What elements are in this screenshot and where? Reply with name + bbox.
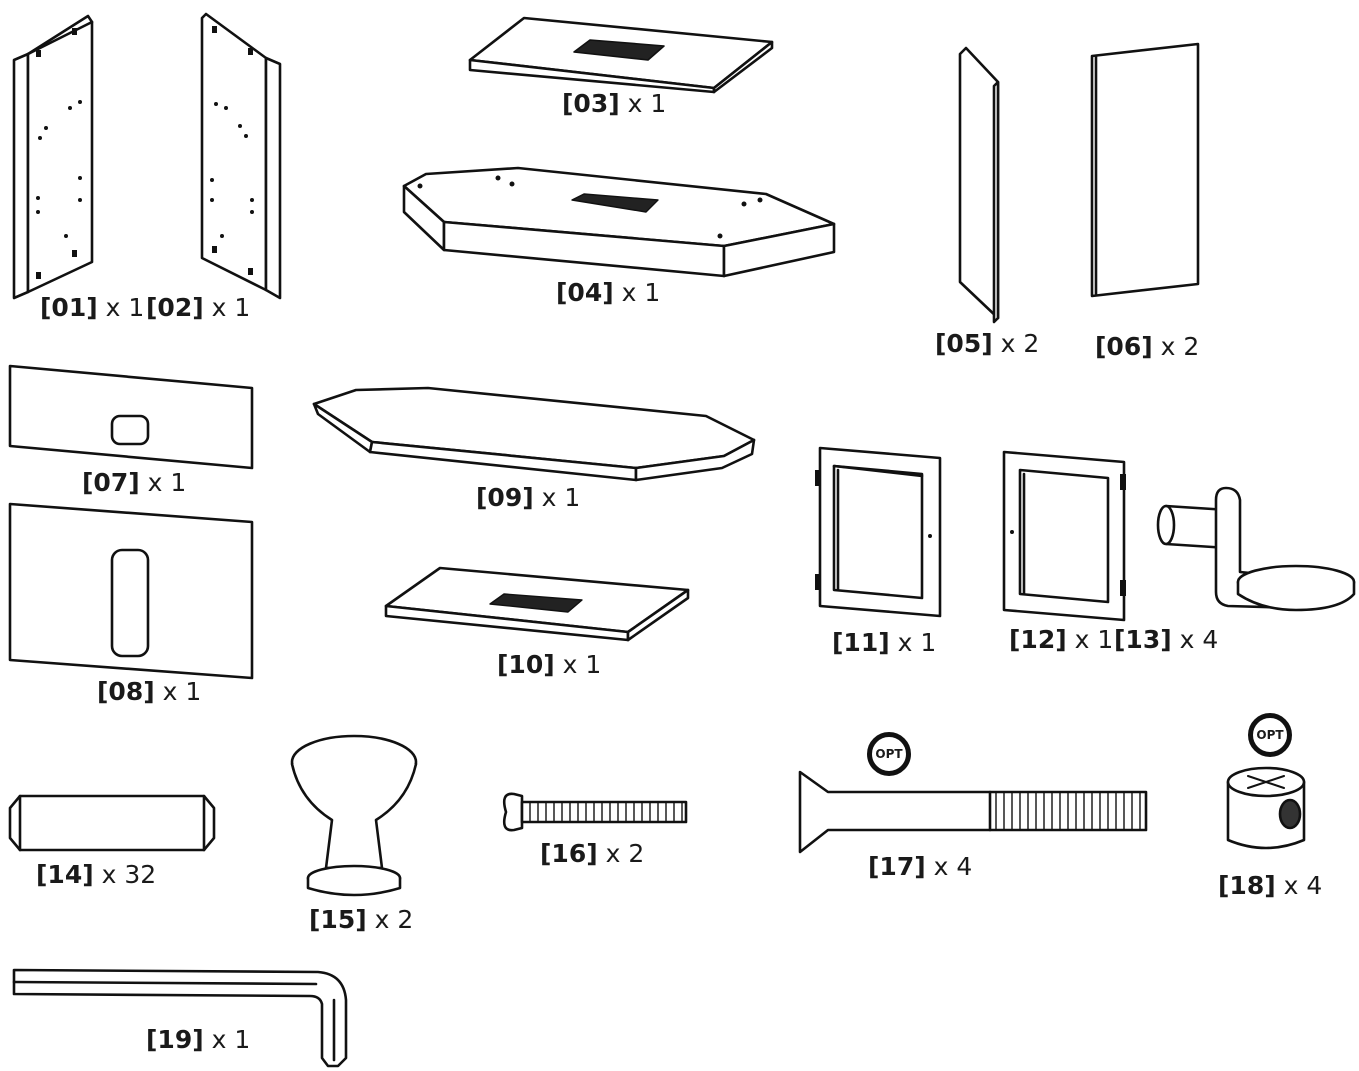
part-11-door-left — [815, 448, 940, 616]
part-18-qty: x 4 — [1283, 871, 1323, 900]
part-09-qty: x 1 — [541, 483, 581, 512]
part-06-back-panel — [1092, 44, 1198, 296]
part-02-code: [02] — [146, 293, 204, 322]
part-16-screw — [504, 794, 686, 830]
label-part-16: [16] x 2 — [540, 840, 644, 868]
part-14-code: [14] — [36, 860, 94, 889]
part-18-barrel-nut — [1228, 768, 1304, 848]
label-part-05: [05] x 2 — [935, 330, 1039, 358]
label-part-18: [18] x 4 — [1218, 872, 1322, 900]
label-part-03: [03] x 1 — [562, 90, 666, 118]
label-part-12: [12] x 1 — [1009, 626, 1113, 654]
part-09-code: [09] — [476, 483, 534, 512]
part-04-qty: x 1 — [621, 278, 661, 307]
label-part-11: [11] x 1 — [832, 629, 936, 657]
part-13-hinge — [1158, 488, 1354, 610]
part-08-code: [08] — [97, 677, 155, 706]
part-17-code: [17] — [868, 852, 926, 881]
part-10-shelf-vented — [386, 568, 688, 640]
part-07-qty: x 1 — [147, 468, 187, 497]
part-06-qty: x 2 — [1160, 332, 1200, 361]
part-15-qty: x 2 — [374, 905, 414, 934]
part-12-door-right — [1004, 452, 1126, 620]
part-16-qty: x 2 — [605, 839, 645, 868]
part-12-qty: x 1 — [1074, 625, 1114, 654]
part-14-qty: x 32 — [101, 860, 157, 889]
part-01-side-panel-left — [14, 16, 92, 298]
part-16-code: [16] — [540, 839, 598, 868]
part-05-narrow-panel — [960, 48, 998, 322]
part-03-qty: x 1 — [627, 89, 667, 118]
part-10-code: [10] — [497, 650, 555, 679]
part-09-top — [314, 388, 754, 480]
label-part-04: [04] x 1 — [556, 279, 660, 307]
label-part-02: [02] x 1 — [146, 294, 250, 322]
part-08-qty: x 1 — [162, 677, 202, 706]
part-17-qty: x 4 — [933, 852, 973, 881]
part-11-qty: x 1 — [897, 628, 937, 657]
part-08-panel-slot — [10, 504, 252, 678]
part-19-code: [19] — [146, 1025, 204, 1054]
part-05-qty: x 2 — [1000, 329, 1040, 358]
part-19-hex-key — [14, 970, 346, 1066]
opt-badge-17: OPT — [867, 732, 911, 776]
part-07-panel-cutout — [10, 366, 252, 468]
part-12-code: [12] — [1009, 625, 1067, 654]
label-part-06: [06] x 2 — [1095, 333, 1199, 361]
part-04-code: [04] — [556, 278, 614, 307]
part-05-code: [05] — [935, 329, 993, 358]
part-15-code: [15] — [309, 905, 367, 934]
opt-badge-17-text: OPT — [875, 747, 903, 761]
part-14-dowel — [10, 796, 214, 850]
part-06-code: [06] — [1095, 332, 1153, 361]
part-17-bolt — [800, 772, 1146, 852]
part-19-qty: x 1 — [211, 1025, 251, 1054]
part-11-code: [11] — [832, 628, 890, 657]
part-18-code: [18] — [1218, 871, 1276, 900]
label-part-08: [08] x 1 — [97, 678, 201, 706]
part-10-qty: x 1 — [562, 650, 602, 679]
part-07-code: [07] — [82, 468, 140, 497]
part-02-qty: x 1 — [211, 293, 251, 322]
part-01-qty: x 1 — [105, 293, 145, 322]
part-03-shelf-vented — [470, 18, 772, 92]
part-13-qty: x 4 — [1179, 625, 1219, 654]
part-13-code: [13] — [1114, 625, 1172, 654]
label-part-14: [14] x 32 — [36, 861, 156, 889]
opt-badge-18-text: OPT — [1256, 728, 1284, 742]
label-part-09: [09] x 1 — [476, 484, 580, 512]
label-part-13: [13] x 4 — [1114, 626, 1218, 654]
label-part-10: [10] x 1 — [497, 651, 601, 679]
part-02-side-panel-right — [202, 14, 280, 298]
label-part-15: [15] x 2 — [309, 906, 413, 934]
part-01-code: [01] — [40, 293, 98, 322]
part-03-code: [03] — [562, 89, 620, 118]
label-part-17: [17] x 4 — [868, 853, 972, 881]
label-part-19: [19] x 1 — [146, 1026, 250, 1054]
part-04-base — [404, 168, 834, 276]
opt-badge-18: OPT — [1248, 713, 1292, 757]
label-part-01: [01] x 1 — [40, 294, 144, 322]
part-15-knob — [292, 736, 416, 895]
label-part-07: [07] x 1 — [82, 469, 186, 497]
